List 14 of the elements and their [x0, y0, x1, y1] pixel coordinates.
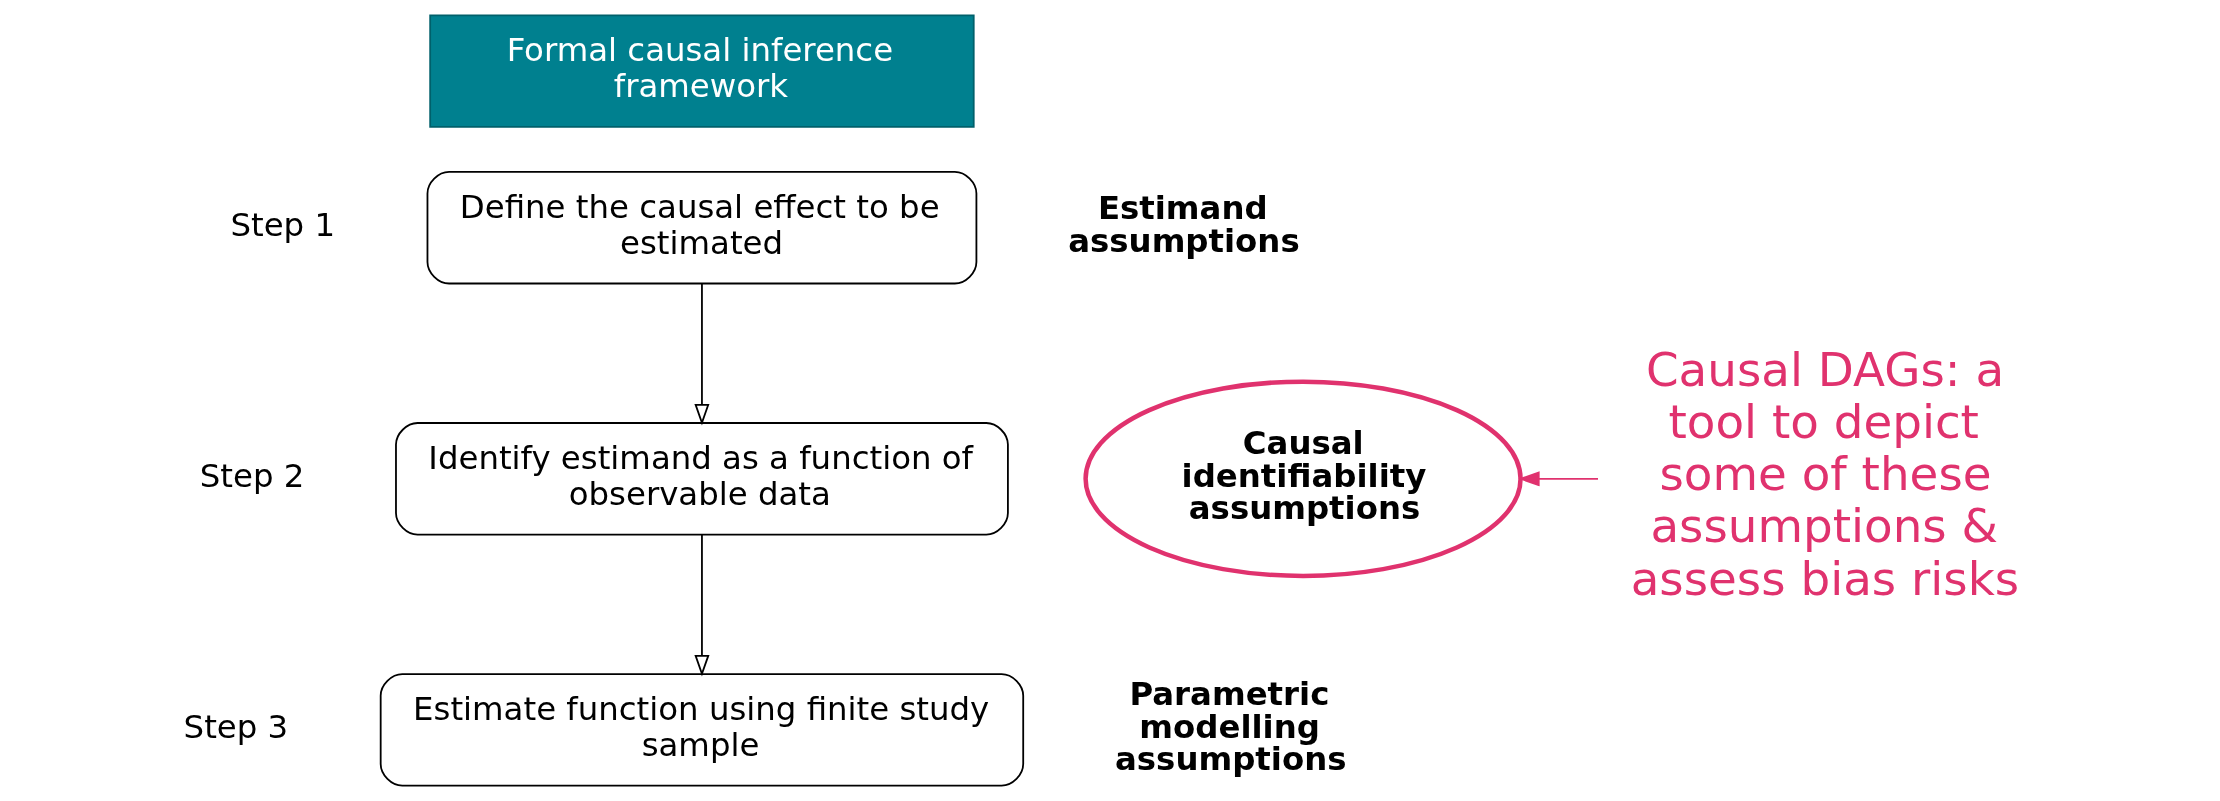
arrow — [693, 282, 709, 426]
label: Estimand assumptions — [1067, 189, 1300, 260]
node-box: Formal causal inference framework — [428, 14, 975, 128]
label: Step 3 — [183, 707, 288, 746]
node-box: Identify estimand as a function of observable data — [394, 422, 1009, 536]
label: Step 2 — [199, 456, 304, 495]
label: Step 1 — [229, 205, 335, 244]
node-text: Causal DAGs: a tool to depict some of these assumptions & assess bias risks — [1630, 342, 2019, 606]
node-ellipse: Causal identifiability assumptions — [1082, 379, 1523, 579]
node-box: Define the causal effect to be estimated — [426, 171, 977, 285]
label: Parametric modelling assumptions — [1114, 675, 1346, 779]
arrow — [693, 534, 709, 677]
arrow — [1517, 471, 1599, 487]
node-box: Estimate function using finite study sample — [379, 673, 1024, 787]
